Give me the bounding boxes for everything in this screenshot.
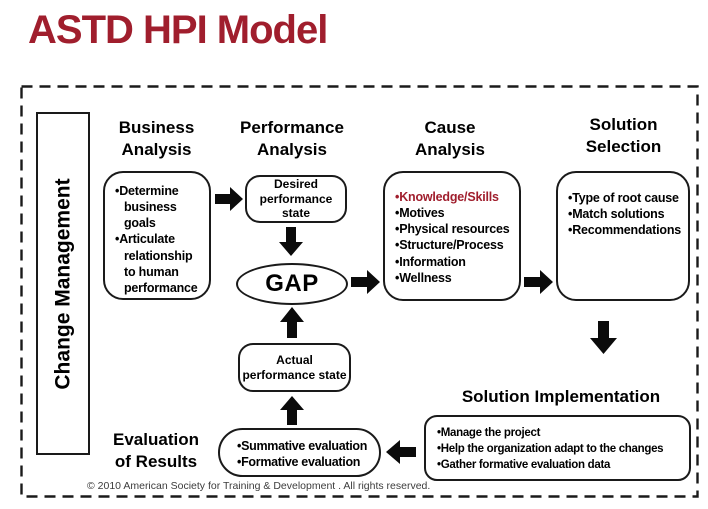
heading-solution-implementation: Solution Implementation — [461, 387, 661, 406]
bullet-item: Summative evaluation — [237, 438, 379, 454]
bullet-item: Motives — [395, 205, 517, 221]
evaluation-pill-box: Summative evaluationFormative evaluation — [218, 428, 381, 477]
arrow-implementation-to-evaluation-icon — [386, 440, 416, 464]
bullet-item: Articulate relationship to human perform… — [115, 231, 204, 296]
copyright-text: © 2010 American Society for Training & D… — [87, 480, 431, 492]
gap-ellipse: GAP — [236, 263, 348, 305]
bullet-item: Information — [395, 254, 517, 270]
bullet-item: Type of root cause — [568, 190, 686, 206]
bullet-item: Wellness — [395, 270, 517, 286]
heading-performance-analysis: Performance Analysis — [240, 118, 344, 159]
heading-evaluation-of-results: Evaluation of Results — [113, 430, 199, 471]
arrow-evaluation-to-actual-icon — [280, 396, 304, 425]
arrow-gap-to-cause-icon — [351, 270, 380, 294]
bullet-item: Structure/Process — [395, 237, 517, 253]
arrow-desired-to-gap-icon — [279, 227, 303, 256]
solution-implementation-box: Manage the projectHelp the organization … — [424, 415, 691, 481]
bullet-item: Physical resources — [395, 221, 517, 237]
bullet-item: Help the organization adapt to the chang… — [437, 441, 689, 457]
arrow-cause-to-solution-icon — [524, 270, 553, 294]
desired-performance-state-box: Desired performance state — [245, 175, 347, 223]
business-analysis-box: Determine business goalsArticulate relat… — [103, 171, 211, 300]
bullet-item: Knowledge/Skills — [395, 189, 517, 205]
arrow-solution-to-implementation-icon — [590, 321, 617, 354]
heading-cause-analysis: Cause Analysis — [415, 118, 485, 159]
solution-selection-box: Type of root causeMatch solutionsRecomme… — [556, 171, 690, 301]
cause-analysis-box: Knowledge/SkillsMotivesPhysical resource… — [383, 171, 521, 301]
change-management-box: Change Management — [36, 112, 90, 455]
change-management-label: Change Management — [51, 178, 75, 390]
page-title: ASTD HPI Model — [28, 8, 328, 52]
heading-business-analysis: Business Analysis — [118, 118, 195, 159]
bullet-item: Recommendations — [568, 222, 686, 238]
arrow-business-to-desired-icon — [215, 187, 243, 211]
bullet-item: Determine business goals — [115, 183, 204, 231]
bullet-item: Match solutions — [568, 206, 686, 222]
actual-performance-state-box: Actual performance state — [238, 343, 351, 392]
bullet-item: Manage the project — [437, 425, 689, 441]
arrow-actual-to-gap-icon — [280, 307, 304, 338]
heading-solution-selection: Solution Selection — [585, 115, 662, 156]
bullet-item: Gather formative evaluation data — [437, 457, 689, 473]
bullet-item: Formative evaluation — [237, 454, 379, 470]
